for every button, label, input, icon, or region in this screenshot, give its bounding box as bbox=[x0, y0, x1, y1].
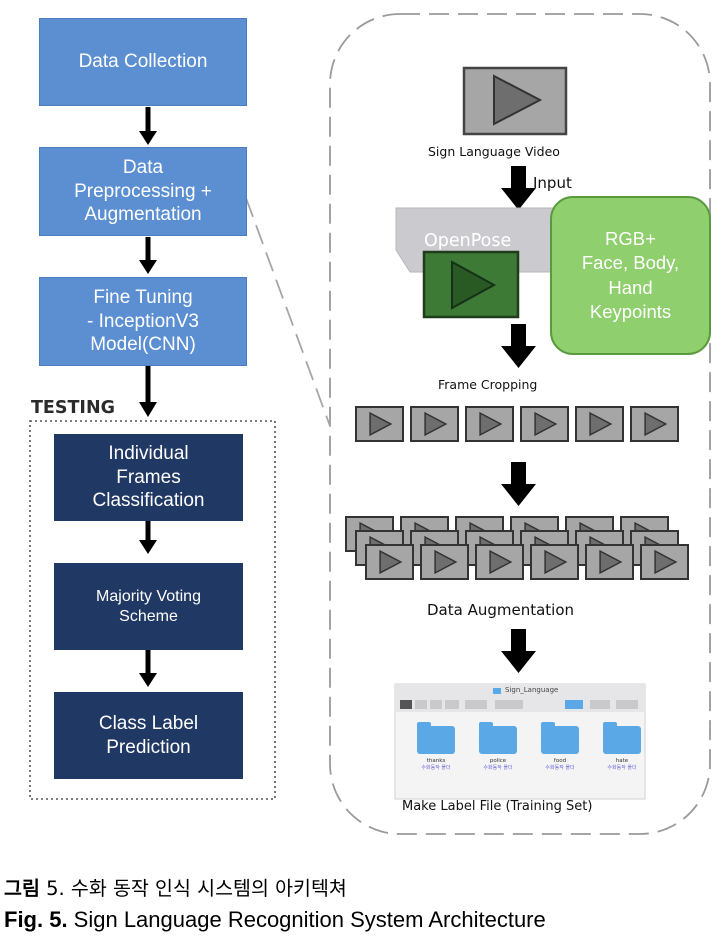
frame-cropping-label: Frame Cropping bbox=[438, 377, 538, 392]
label-file-label: Make Label File (Training Set) bbox=[402, 799, 593, 814]
pipeline-arrow bbox=[139, 366, 157, 417]
cropped-frame bbox=[520, 406, 569, 442]
pose-video-icon bbox=[422, 250, 520, 319]
step-fine-tuning: Fine Tuning - InceptionV3 Model(CNN) bbox=[39, 277, 247, 366]
folder-name: hate bbox=[615, 758, 629, 764]
folder-icon bbox=[603, 722, 641, 754]
caption-kr-number: 5. bbox=[39, 877, 65, 900]
folder-name: thanks bbox=[426, 758, 446, 764]
caption-kr-text: 수화 동작 인식 시스템의 아키텍쳐 bbox=[64, 877, 347, 900]
cropped-frame bbox=[355, 406, 404, 442]
caption-english: Fig. 5. Sign Language Recognition System… bbox=[4, 907, 546, 933]
video-label: Sign Language Video bbox=[428, 144, 560, 159]
testing-label: TESTING bbox=[31, 398, 115, 418]
folder-icon bbox=[479, 722, 517, 754]
cropped-frame bbox=[575, 406, 624, 442]
folder-icon bbox=[541, 722, 579, 754]
folder-icon bbox=[417, 722, 455, 754]
input-label: Input bbox=[533, 174, 572, 192]
keypoints-label: RGB+ Face, Body, Hand Keypoints bbox=[581, 227, 680, 322]
pipeline-arrow bbox=[139, 107, 157, 145]
folder-subtitle: 수화동작 폴더 bbox=[421, 765, 451, 771]
augmented-frame bbox=[530, 544, 579, 580]
step-majority-voting: Majority Voting Scheme bbox=[54, 563, 243, 650]
flow-arrow bbox=[501, 629, 536, 673]
augmented-frames bbox=[345, 516, 689, 580]
folder-name: food bbox=[553, 758, 567, 764]
augmented-frame bbox=[365, 544, 414, 580]
folder-name: police bbox=[489, 758, 507, 764]
caption-kr-prefix: 그림 bbox=[4, 877, 40, 900]
cropped-frame bbox=[630, 406, 679, 442]
pipeline-arrow bbox=[139, 237, 157, 274]
caption-korean: 그림 5. 수화 동작 인식 시스템의 아키텍쳐 bbox=[4, 872, 347, 901]
caption-en-prefix: Fig. 5. bbox=[4, 907, 68, 932]
augmented-frame bbox=[585, 544, 634, 580]
toolbar-buttons bbox=[400, 700, 638, 709]
pipeline-arrow bbox=[139, 650, 157, 687]
flow-arrow bbox=[501, 166, 536, 210]
augmented-frame bbox=[640, 544, 689, 580]
flow-arrow bbox=[501, 324, 536, 368]
window-title: Sign_Language bbox=[505, 686, 559, 694]
openpose-label: OpenPose bbox=[424, 231, 512, 251]
connector-line bbox=[245, 197, 331, 427]
testing-frame bbox=[29, 420, 276, 800]
folder-subtitle: 수화동작 폴더 bbox=[483, 765, 513, 771]
flow-arrow bbox=[501, 462, 536, 506]
augmented-frame bbox=[420, 544, 469, 580]
augmentation-label: Data Augmentation bbox=[427, 601, 575, 619]
step-class-label: Class Label Prediction bbox=[54, 692, 243, 779]
folder-subtitle: 수화동작 폴더 bbox=[607, 765, 637, 771]
cropped-frame bbox=[465, 406, 514, 442]
video-icon bbox=[462, 66, 568, 136]
pipeline-arrow bbox=[139, 521, 157, 554]
keypoints-box bbox=[550, 196, 711, 355]
cropped-frames bbox=[355, 406, 679, 442]
step-data-preprocessing: Data Preprocessing + Augmentation bbox=[39, 147, 247, 236]
step-frame-classification: Individual Frames Classification bbox=[54, 434, 243, 521]
augmented-frame bbox=[475, 544, 524, 580]
caption-en-text: Sign Language Recognition System Archite… bbox=[67, 907, 546, 932]
cropped-frame bbox=[410, 406, 459, 442]
folder-subtitle: 수화동작 폴더 bbox=[545, 765, 575, 771]
step-data-collection: Data Collection bbox=[39, 18, 247, 106]
